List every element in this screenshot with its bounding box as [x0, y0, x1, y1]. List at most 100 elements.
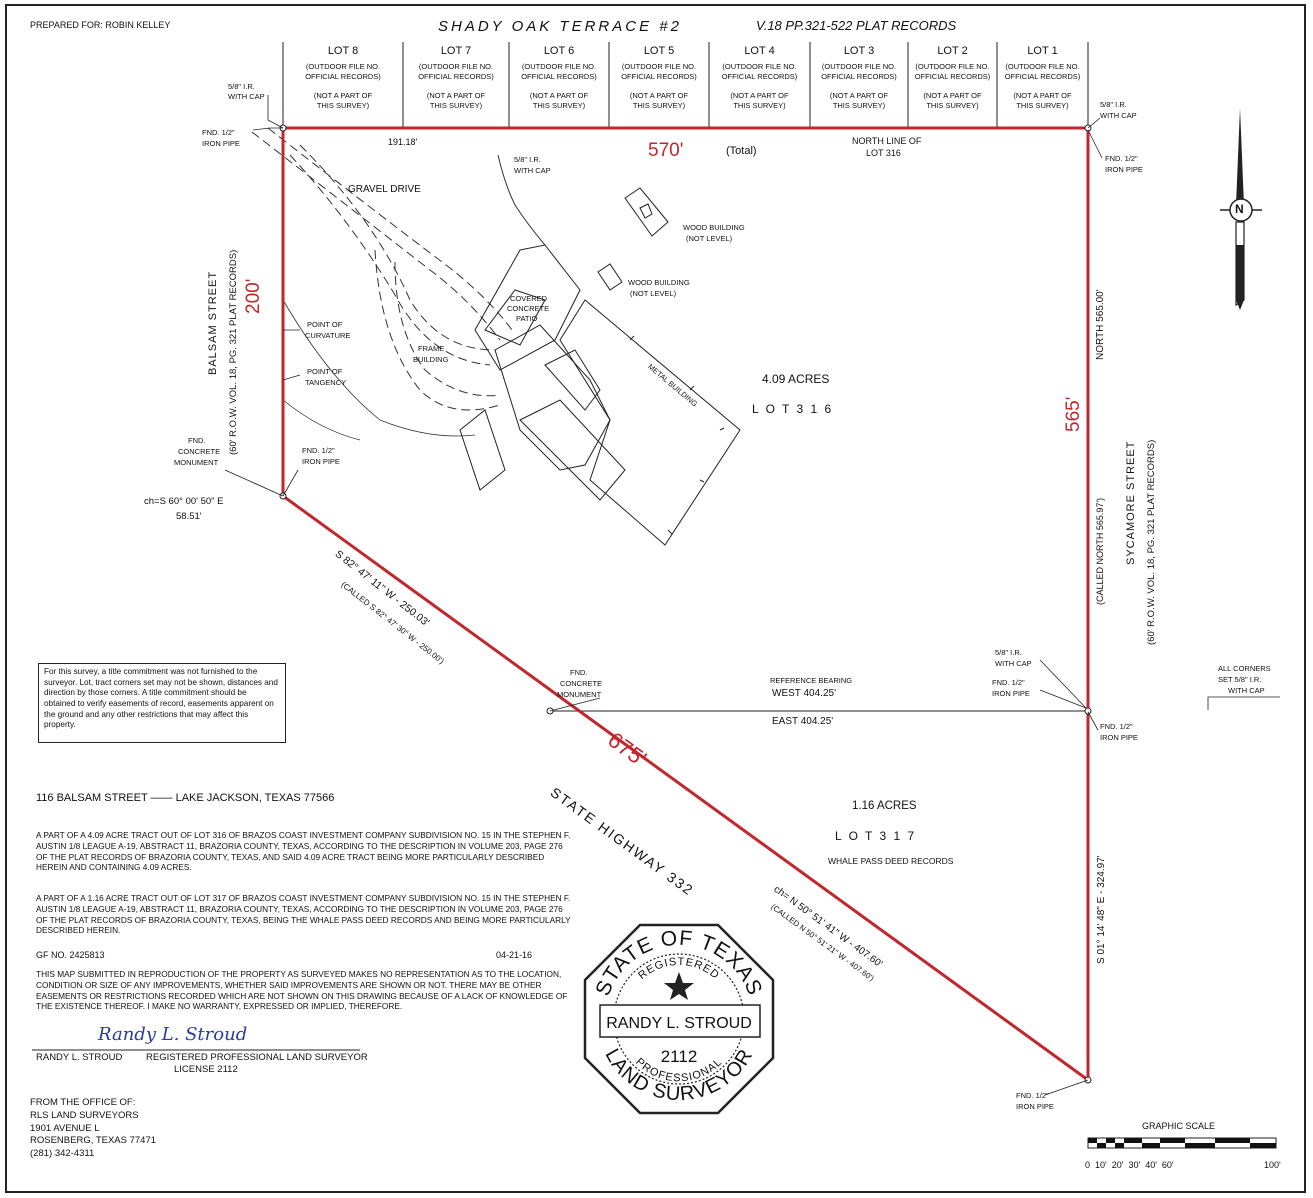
address: 116 BALSAM STREET —— LAKE JACKSON, TEXAS…: [36, 792, 335, 804]
lot-header-lines: [282, 42, 1089, 128]
balsam-street: BALSAM STREET: [207, 270, 219, 375]
lot-subtext: THIS SURVEY): [926, 101, 979, 110]
lot-subtext: THIS SURVEY): [532, 101, 586, 110]
office-line: (281) 342-4311: [30, 1148, 95, 1160]
description-lot317: A PART OF A 1.16 ACRE TRACT OUT OF LOT 3…: [36, 893, 571, 936]
north-line-1: NORTH LINE OF: [852, 136, 922, 146]
curve-chord-length: 58.51': [176, 511, 202, 522]
gf-number: GF NO. 2425813: [36, 950, 105, 960]
bearing-east: NORTH 565.00': [1095, 289, 1106, 360]
wood-building-2a: WOOD BUILDING: [628, 278, 690, 287]
lot-subtext: THIS SURVEY): [733, 101, 786, 110]
curve-chord: ch=S 60° 00' 50" E: [144, 496, 224, 507]
lot-subtext: (NOT A PART OF: [1013, 91, 1072, 100]
lot-subtext: THIS SURVEY): [316, 101, 370, 110]
ref-west: WEST 404.25': [772, 688, 836, 699]
metal-building-ticks: [629, 335, 725, 535]
lot-subtext: (NOT A PART OF: [829, 91, 889, 100]
sycamore-row: (60' R.O.W. VOL. 18, PG. 321 PLAT RECORD…: [1146, 439, 1157, 645]
lot-subtext: OFFICIAL RECORDS): [821, 72, 897, 81]
lot316-name: L O T 3 1 6: [752, 402, 834, 416]
fnd-sw-1: FND. 1/2": [302, 446, 335, 455]
surveyor-name: RANDY L. STROUD: [36, 1052, 123, 1063]
north-total: (Total): [726, 145, 757, 157]
ref-east: EAST 404.25': [772, 716, 834, 727]
lot-subtext: (NOT A PART OF: [313, 91, 373, 100]
frame-building-2: BUILDING: [413, 355, 449, 364]
wood-building-1b: (NOT LEVEL): [686, 234, 733, 243]
mon-w-1: FND.: [188, 436, 206, 445]
reference-bearing: REFERENCE BEARING: [770, 676, 853, 685]
lot-subtext: (NOT A PART OF: [629, 91, 689, 100]
lot-name: LOT 5: [643, 45, 675, 57]
balsam-row: (60' R.O.W. VOL. 18, PG. 321 PLAT RECORD…: [228, 249, 239, 455]
fnd-nw-1: FND. 1/2": [202, 128, 235, 137]
signature: Randy L. Stroud: [97, 1024, 247, 1045]
fnd-e1-2: IRON PIPE: [992, 689, 1030, 698]
fnd-e1-1: FND. 1/2": [992, 678, 1025, 687]
title-note: For this survey, a title commitment was …: [38, 663, 286, 743]
fnd-ne-2: IRON PIPE: [1105, 165, 1143, 174]
seal-name: RANDY L. STROUD: [606, 1015, 752, 1032]
page-title: SHADY OAK TERRACE #2: [438, 18, 682, 35]
wood-building-1a: WOOD BUILDING: [683, 223, 745, 232]
building-group: [459, 244, 741, 546]
lot-subtext: (OUTDOOR FILE NO.: [521, 62, 597, 71]
bearing-lot317-east: S 01° 14' 48" E - 324.97': [1096, 855, 1107, 964]
fnd-sw-2: IRON PIPE: [302, 457, 340, 466]
lot-subtext: (OUTDOOR FILE NO.: [418, 62, 494, 71]
lot-name: LOT 3: [843, 45, 875, 57]
all-corners-2: SET 5/8" I.R.: [1218, 675, 1262, 684]
mon-s-2: CONCRETE: [560, 679, 603, 688]
plat-reference: V.18 PP.321-522 PLAT RECORDS: [756, 18, 957, 33]
scale-labels: 0 10' 20' 30' 40' 60': [1085, 1160, 1174, 1170]
mon-w-2: CONCRETE: [178, 447, 221, 456]
lot-subtext: (OUTDOOR FILE NO.: [621, 62, 697, 71]
pot-1: POINT OF: [307, 367, 343, 376]
ir-ne-1: 5/8" I.R.: [1100, 100, 1127, 109]
fnd-se-2: IRON PIPE: [1016, 1102, 1054, 1111]
north-arrow-icon: [1220, 108, 1262, 310]
lot-subtext: THIS SURVEY): [632, 101, 686, 110]
lot316-acres: 4.09 ACRES: [762, 372, 830, 386]
lot317-name: L O T 3 1 7: [835, 829, 917, 843]
ir-drive-2: WITH CAP: [514, 166, 551, 175]
pot-2: TANGENCY: [305, 378, 347, 387]
curve-lines: [282, 299, 476, 441]
mon-s-3: MONUMENT: [557, 690, 602, 699]
fnd-nw-2: IRON PIPE: [202, 139, 240, 148]
ir-mid-2: WITH CAP: [995, 659, 1032, 668]
fnd-e2-2: IRON PIPE: [1100, 733, 1138, 742]
east-dimension: 565': [1063, 396, 1084, 432]
lot-subtext: THIS SURVEY): [429, 101, 483, 110]
patio-2: CONCRETE: [507, 304, 550, 313]
lot-subtext: (NOT A PART OF: [730, 91, 789, 100]
lot-subtext: (OUTDOOR FILE NO.: [821, 62, 897, 71]
lot-subtext: (NOT A PART OF: [529, 91, 589, 100]
lot-subtext: (OUTDOOR FILE NO.: [722, 62, 797, 71]
lot-subtext: (OUTDOOR FILE NO.: [1005, 62, 1080, 71]
north-dimension: 570': [648, 140, 684, 161]
lot-subtext: (NOT A PART OF: [426, 91, 486, 100]
lot-subtext: OFFICIAL RECORDS): [418, 72, 494, 81]
patio-1: COVERED: [510, 294, 548, 303]
ir-nw-1: 5/8" I.R.: [228, 82, 255, 91]
lot-name: LOT 8: [327, 45, 359, 57]
mon-w-3: MONUMENT: [174, 458, 219, 467]
fnd-ne-1: FND. 1/2": [1105, 154, 1138, 163]
north-line-2: LOT 316: [866, 148, 901, 158]
frame-building-1: FRAME: [418, 344, 445, 353]
lot-subtext: OFFICIAL RECORDS): [521, 72, 597, 81]
lot-subtext: OFFICIAL RECORDS): [721, 72, 798, 81]
lot-name: LOT 4: [744, 45, 775, 57]
all-corners-3: WITH CAP: [1228, 686, 1265, 695]
fnd-se-1: FND. 1/2": [1016, 1091, 1049, 1100]
fnd-e2-1: FND. 1/2": [1100, 722, 1133, 731]
prepared-for: PREPARED FOR: ROBIN KELLEY: [30, 20, 171, 30]
lot-subtext: (OUTDOOR FILE NO.: [305, 62, 381, 71]
office-line: ROSENBERG, TEXAS 77471: [30, 1135, 157, 1147]
fence-line: [497, 154, 546, 246]
lot-name: LOT 2: [937, 45, 968, 57]
lot-name: LOT 7: [440, 45, 472, 57]
lot-subtext: OFFICIAL RECORDS): [1004, 72, 1081, 81]
